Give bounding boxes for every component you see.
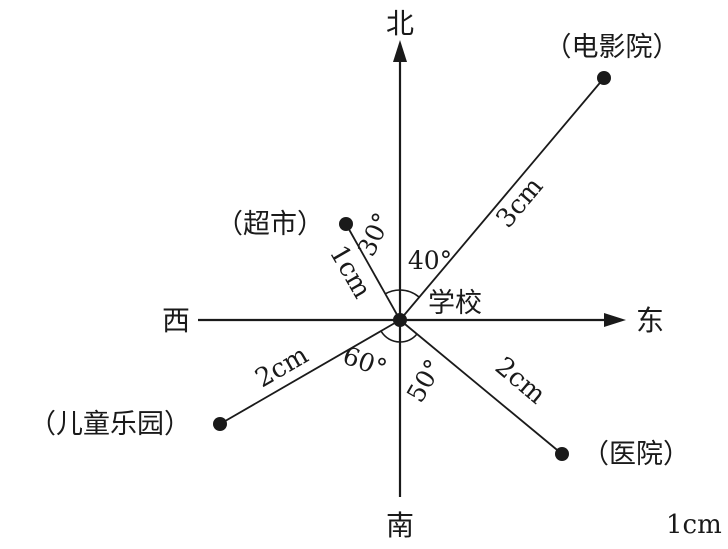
playground-point <box>213 417 227 431</box>
hospital-point <box>555 447 569 461</box>
label-supermarket: （超市） <box>216 209 324 240</box>
scale-label: 1cm <box>666 510 722 540</box>
label-east: 东 <box>636 304 664 337</box>
arc-supermarket-north <box>384 289 401 295</box>
ray-supermarket <box>345 223 401 321</box>
distance-playground: 2cm <box>250 340 313 394</box>
label-west: 西 <box>162 304 190 337</box>
ray-hospital <box>399 319 563 455</box>
angle-playground: 60° <box>339 341 391 383</box>
label-hospital: （医院） <box>582 439 690 470</box>
ray-cinema <box>399 77 605 321</box>
label-school: 学校 <box>428 288 482 319</box>
label-cinema: （电影院） <box>545 32 680 63</box>
angle-supermarket: 30° <box>352 208 397 260</box>
ray-playground <box>219 319 401 425</box>
angle-hospital: 50° <box>401 354 448 407</box>
angle-cinema: 40° <box>408 246 452 275</box>
cinema-point <box>597 71 611 85</box>
label-north: 北 <box>386 7 414 40</box>
label-south: 南 <box>386 509 414 542</box>
supermarket-point <box>339 217 353 231</box>
arc-north-cinema <box>399 289 420 298</box>
north-arrowhead <box>393 40 407 62</box>
label-playground: （儿童乐园） <box>29 409 191 440</box>
center-point <box>393 313 407 327</box>
distance-cinema: 3cm <box>490 172 549 234</box>
east-arrowhead <box>604 313 626 327</box>
arc-south-playground <box>380 330 401 343</box>
arc-south-hospital <box>399 333 418 343</box>
